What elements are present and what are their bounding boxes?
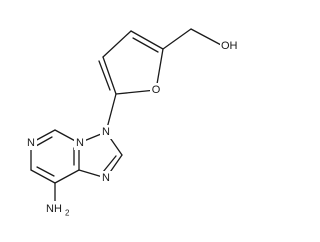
atom-n7: N (102, 172, 110, 184)
bond-c6-c5 (30, 169, 56, 184)
bond-furan-c5-c4-inner (98, 60, 111, 91)
atom-n9: N (102, 126, 110, 138)
bond-c8-n7-inner (102, 155, 117, 173)
bond-furan-c3-c2-inner (132, 37, 159, 53)
bond-c5-c4 (54, 169, 80, 184)
atom-hydroxyl: OH (221, 40, 238, 52)
bond-furan-c2-ch2 (162, 28, 192, 50)
bond-ch2-oh (190, 28, 224, 47)
atom-amine-subscript: 2 (65, 209, 70, 218)
bond-furan-o-c5 (115, 89, 157, 95)
atom-labels: N N N N O NH 2 OH (25, 39, 242, 218)
bond-furan-c3-c2 (130, 30, 164, 50)
bond-c2-n1-inner (35, 136, 53, 147)
bond-furan-c5-c4 (102, 56, 117, 95)
bond-furan-c4-c3 (102, 30, 132, 58)
atom-furan-o: O (152, 84, 161, 96)
molecule-structure-diagram: N N N N O NH 2 OH (25, 28, 242, 218)
atom-amine: NH (46, 203, 62, 215)
bonds (30, 28, 224, 204)
bond-c6-c5-inner (36, 166, 55, 177)
amine-nh: NH (46, 203, 62, 215)
atom-n3: N (76, 137, 84, 149)
atom-n1: N (27, 137, 35, 149)
